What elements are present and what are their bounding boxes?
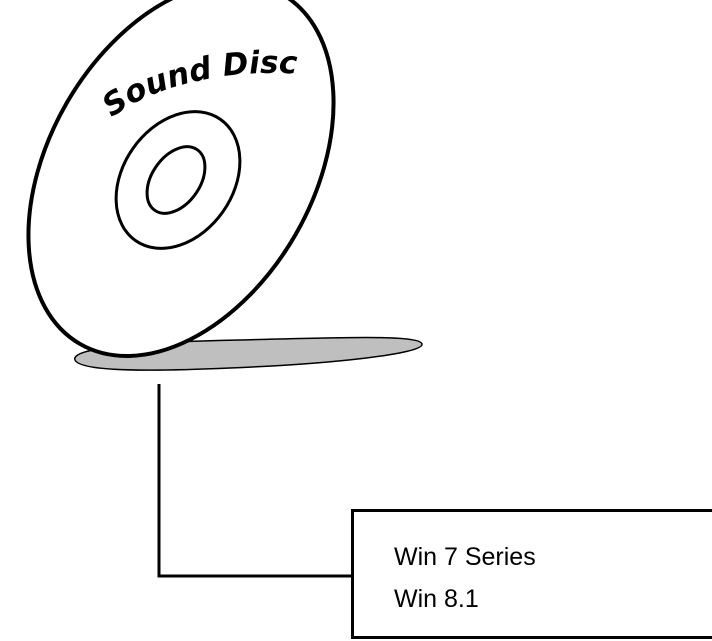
os-item-win7: Win 7 Series (394, 543, 536, 571)
disc-middle-ring (114, 110, 242, 250)
os-item-win81: Win 8.1 (394, 585, 479, 613)
os-support-box: Win 7 Series Win 8.1 (351, 509, 712, 639)
connector-line (157, 384, 352, 578)
disc-outer-rim (26, 0, 336, 358)
disc-hub-ring (145, 145, 207, 215)
